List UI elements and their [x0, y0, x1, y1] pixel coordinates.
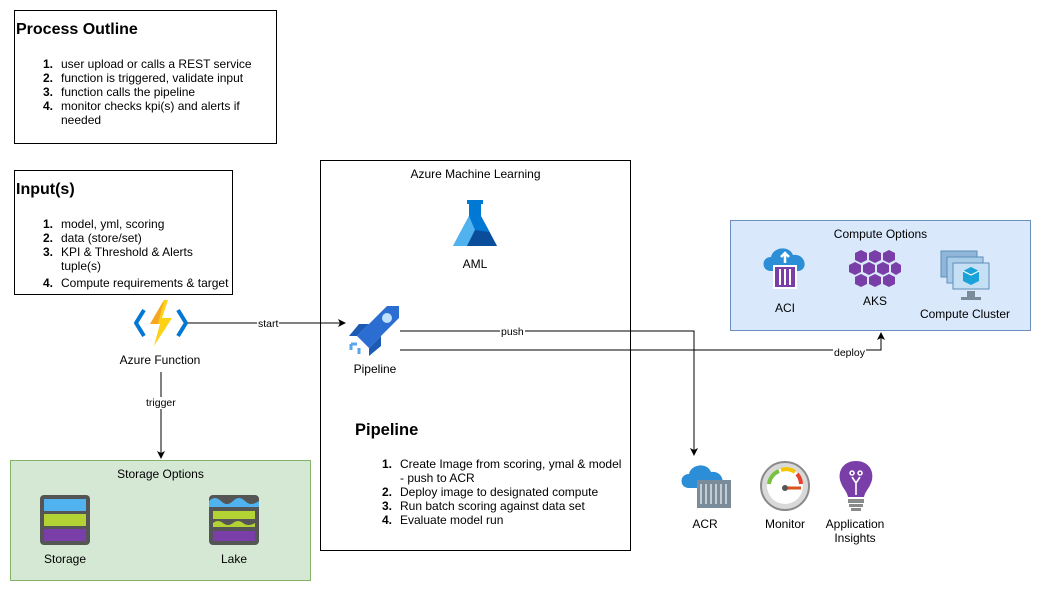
azure-function-icon [134, 300, 188, 346]
edge-deploy [400, 332, 885, 351]
process-step: 2.function is triggered, validate input [43, 71, 244, 85]
inputs-title: Input(s) [16, 181, 75, 198]
process-steps: 1.user upload or calls a REST service 2.… [43, 57, 268, 127]
process-step: 1.user upload or calls a REST service [43, 57, 252, 71]
application-insights-label: Application Insights [825, 517, 885, 545]
edge-label-start: start [257, 318, 280, 330]
inputs-steps: 1.model, yml, scoring 2.data (store/set)… [43, 217, 231, 290]
input-step: 3.KPI & Threshold & Alerts tuple(s) [43, 245, 193, 273]
acr-label: ACR [692, 517, 718, 531]
process-outline-box [14, 10, 277, 144]
pipeline-heading: Pipeline [355, 421, 419, 439]
aml-label: AML [462, 257, 488, 271]
application-insights-bulb-icon [839, 461, 873, 511]
input-step: 2.data (store/set) [43, 231, 142, 245]
pipeline-step: 2.Deploy image to designated compute [382, 485, 599, 499]
process-outline-title: Process Outline [16, 21, 138, 38]
edge-label-push: push [500, 326, 525, 338]
edge-label-deploy: deploy [833, 347, 866, 359]
compute-cluster-label: Compute Cluster [919, 307, 1011, 321]
monitor-gauge-icon [760, 461, 810, 511]
compute-cluster-icon [940, 250, 990, 300]
acr-icon [681, 465, 731, 508]
aks-icon [849, 250, 901, 287]
pipeline-step: 1.Create Image from scoring, ymal & mode… [382, 457, 622, 485]
azure-function-label: Azure Function [119, 353, 201, 367]
edge-label-trigger: trigger [145, 397, 177, 409]
storage-label: Storage [43, 552, 87, 566]
data-lake-icon [209, 495, 259, 545]
aml-container-title: Azure Machine Learning [410, 167, 541, 181]
aci-icon [763, 248, 805, 289]
input-step: 1.model, yml, scoring [43, 217, 165, 231]
pipeline-icon-label: Pipeline [353, 362, 397, 376]
storage-icon [40, 495, 90, 545]
pipeline-step: 3.Run batch scoring against data set [382, 499, 585, 513]
pipeline-step: 4.Evaluate model run [382, 513, 504, 527]
input-step: 4.Compute requirements & target [43, 276, 229, 290]
process-step: 3.function calls the pipeline [43, 85, 196, 99]
inputs-box [14, 170, 233, 295]
aml-flask-icon [453, 200, 497, 246]
aks-label: AKS [862, 294, 887, 308]
edge-push [400, 330, 698, 456]
pipeline-rocket-icon [349, 306, 399, 356]
aci-label: ACI [774, 301, 795, 315]
process-step: 4.monitor checks kpi(s) and alerts if ne… [43, 99, 240, 127]
pipeline-steps: 1.Create Image from scoring, ymal & mode… [382, 457, 627, 527]
compute-options-title: Compute Options [833, 227, 928, 241]
storage-options-title: Storage Options [117, 467, 204, 481]
lake-label: Lake [220, 552, 248, 566]
monitor-label: Monitor [764, 517, 805, 531]
